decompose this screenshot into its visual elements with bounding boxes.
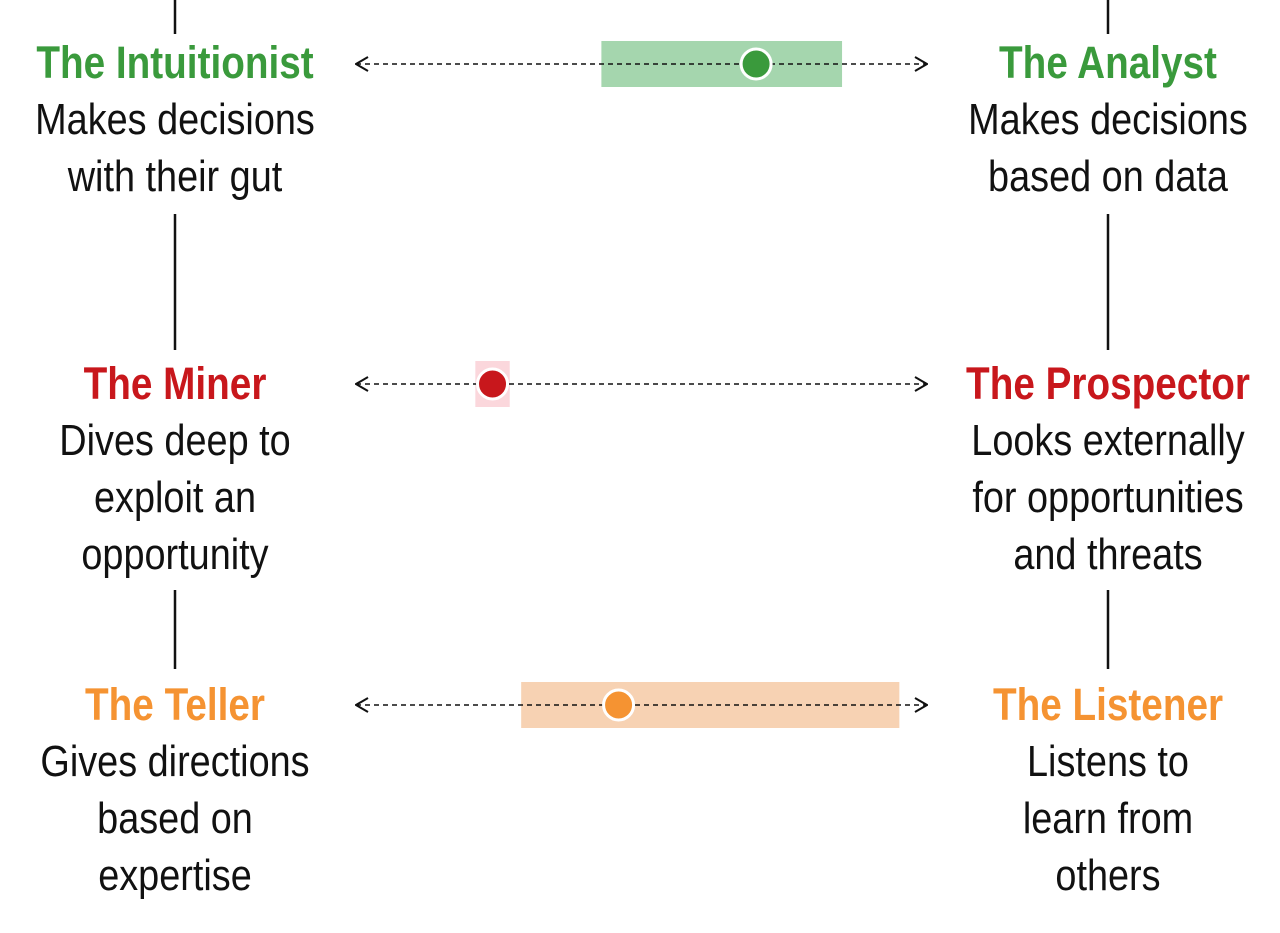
spectrum-row-intuitionist-analyst: [356, 41, 927, 87]
label-description: Dives deep to exploit an opportunity: [59, 416, 291, 579]
position-dot: [476, 367, 510, 401]
label-teller: The Teller Gives directions based on exp…: [29, 676, 321, 904]
label-description: Listens to learn from others: [1022, 737, 1194, 900]
label-title: The Intuitionist: [36, 37, 314, 88]
label-description: Looks externally for opportunities and t…: [971, 416, 1245, 579]
label-prospector: The Prospector Looks externally for oppo…: [962, 355, 1254, 583]
label-title: The Listener: [992, 679, 1224, 730]
position-dot: [602, 688, 636, 722]
label-miner: The Miner Dives deep to exploit an oppor…: [29, 355, 321, 583]
label-description: Makes decisions with their gut: [35, 95, 315, 201]
position-dot: [739, 47, 773, 81]
label-title: The Teller: [85, 679, 265, 730]
spectrum-row-miner-prospector: [356, 361, 927, 407]
label-description: Makes decisions based on data: [968, 95, 1248, 201]
label-title: The Prospector: [966, 358, 1250, 409]
label-listener: The Listener Listens to learn from other…: [962, 676, 1254, 904]
label-description: Gives directions based on expertise: [40, 737, 310, 900]
label-analyst: The Analyst Makes decisions based on dat…: [962, 34, 1254, 205]
label-intuitionist: The Intuitionist Makes decisions with th…: [29, 34, 321, 205]
label-title: The Analyst: [999, 37, 1217, 88]
label-title: The Miner: [83, 358, 267, 409]
spectrum-row-teller-listener: [356, 682, 927, 728]
